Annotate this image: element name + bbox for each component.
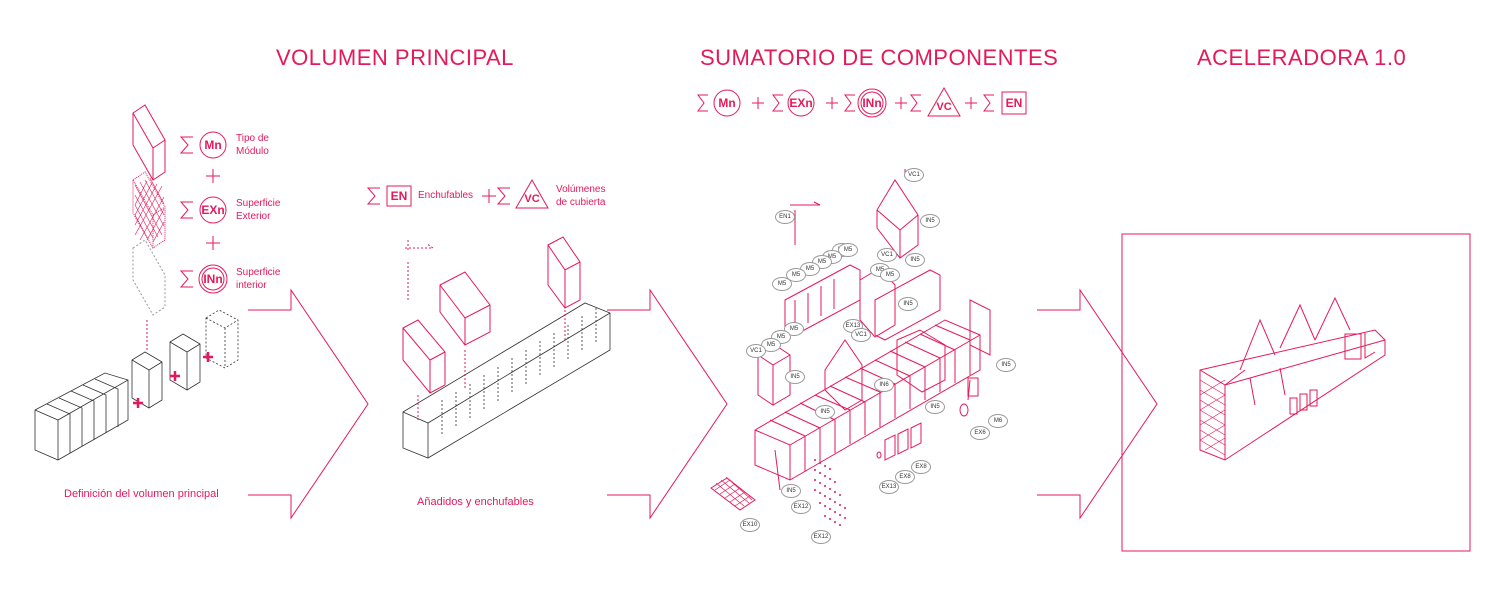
- symbol-inn-formula: INn: [862, 96, 882, 110]
- label-superficie-exterior: Superficie Exterior: [236, 198, 281, 222]
- symbol-en-formula: EN: [1005, 96, 1023, 110]
- component-tag: EN1: [775, 210, 795, 224]
- component-tag: IN5: [815, 405, 835, 419]
- module-stack: [132, 104, 166, 350]
- arrow-1: [248, 288, 369, 520]
- component-tag: IN5: [785, 370, 805, 384]
- legend-middle: [366, 178, 549, 209]
- component-tag: IN5: [898, 297, 918, 311]
- middle-addons: [402, 236, 581, 420]
- result-frame: [1121, 233, 1471, 552]
- dot-patch: [814, 459, 846, 526]
- component-tag: IN5: [781, 484, 801, 498]
- caption-anadidos: Añadidos y enchufables: [417, 496, 534, 508]
- component-tag: M5: [786, 268, 806, 282]
- component-tag: VC1: [904, 168, 924, 182]
- symbol-exn-formula: EXn: [789, 96, 813, 110]
- label-tipo-modulo: Tipo de Módulo: [236, 133, 269, 157]
- component-tag: EX12: [811, 530, 831, 544]
- exterior-hatch: [134, 177, 165, 243]
- component-tag: M5: [838, 243, 858, 257]
- volume-middle: [402, 302, 611, 459]
- symbol-vc-formula: VC: [936, 101, 952, 113]
- label-superficie-interior: Superficie interior: [236, 267, 281, 291]
- symbol-exn-legend: EXn: [201, 203, 225, 217]
- symbol-en-legend: EN: [390, 189, 408, 203]
- component-tag: EX12: [791, 500, 811, 514]
- component-tag: VC1: [877, 248, 897, 262]
- component-tag: M5: [880, 268, 900, 282]
- volume-left: [34, 372, 129, 461]
- component-tag: M6: [988, 414, 1008, 428]
- component-tag: VC1: [746, 344, 766, 358]
- component-tag: VC1: [851, 328, 871, 342]
- component-tag: M5: [772, 277, 792, 291]
- arrow-2: [607, 288, 728, 520]
- component-tag: EX10: [740, 518, 760, 532]
- component-tag: IN6: [874, 378, 894, 392]
- component-tag: EX8: [911, 460, 931, 474]
- component-tag: EX13: [879, 480, 899, 494]
- volume-left-modules: [131, 309, 239, 409]
- symbol-mn-legend: Mn: [204, 138, 222, 152]
- volume-left-plus: [133, 352, 213, 408]
- component-tag: M5: [761, 338, 781, 352]
- component-tag: IN5: [996, 358, 1016, 372]
- title-aceleradora: ACELERADORA 1.0: [1197, 45, 1407, 70]
- final-hatch: [1199, 379, 1226, 456]
- component-tag: IN5: [920, 214, 940, 228]
- component-tag: IN5: [925, 400, 945, 414]
- title-volumen-principal: VOLUMEN PRINCIPAL: [276, 45, 514, 70]
- symbol-mn-formula: Mn: [718, 96, 736, 110]
- final-building: [1199, 296, 1386, 461]
- component-tag: EX8: [895, 470, 915, 484]
- arrow-3: [1037, 288, 1158, 520]
- title-sumatorio-componentes: SUMATORIO DE COMPONENTES: [700, 45, 1059, 70]
- sum-formula: [697, 86, 1027, 118]
- component-tag: EX6: [970, 426, 990, 440]
- hatched-panel: [710, 476, 756, 511]
- label-enchufables: Enchufables: [418, 190, 474, 201]
- caption-definicion: Definición del volumen principal: [64, 488, 219, 500]
- symbol-vc-legend: VC: [524, 193, 540, 205]
- symbol-inn-legend: INn: [203, 272, 223, 286]
- component-tag: IN5: [905, 253, 925, 267]
- legend-left: [179, 131, 228, 294]
- label-volumenes-cubierta: Volúmenes de cubierta: [556, 184, 606, 208]
